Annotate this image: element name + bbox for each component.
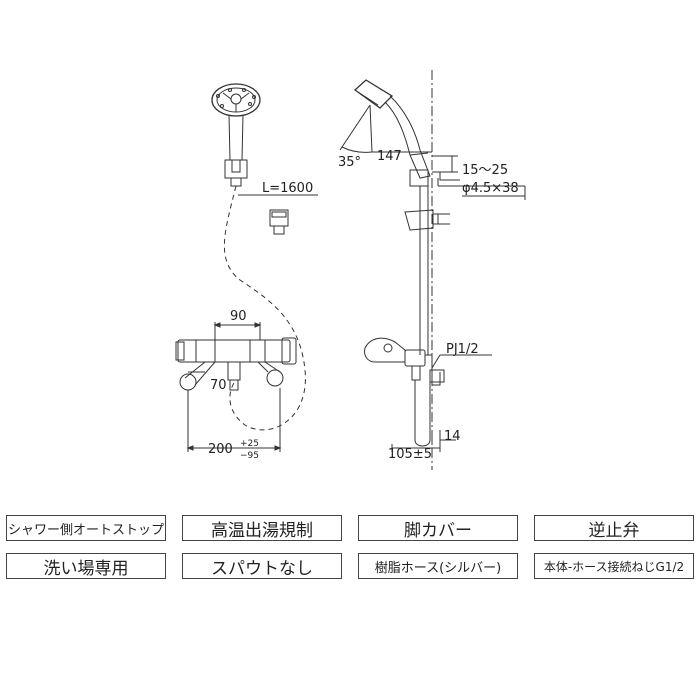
wall-bracket-front [269, 209, 289, 235]
shower-head-side [353, 79, 431, 187]
dim-147-label: 147 [377, 149, 402, 164]
hose-front [223, 185, 306, 431]
tol-minus-label: −95 [240, 451, 259, 461]
feature-hose-thread: 本体-ホース接続ねじG1/2 [534, 553, 694, 579]
wall-bracket-side [404, 209, 450, 231]
angle-35-label: 35° [338, 155, 361, 170]
hose-length-label: L=1600 [262, 181, 313, 196]
feature-no-spout: スパウトなし [182, 553, 342, 579]
shower-head-front [211, 83, 261, 187]
dim-200-label: 200 [208, 442, 233, 457]
dim-90-label: 90 [230, 309, 247, 324]
dim-15-25-label: 15～25 [462, 163, 508, 178]
thread-label: PJ1/2 [446, 342, 479, 357]
mixer-body-front [175, 337, 297, 391]
dim-70-label: 70 [210, 378, 227, 393]
dim-105-label: 105±5 [388, 447, 432, 462]
feature-high-temp-limit: 高温出湯規制 [182, 515, 342, 541]
feature-leg-cover: 脚カバー [358, 515, 518, 541]
pipe-dim-label: φ4.5×38 [462, 181, 519, 196]
feature-resin-hose: 樹脂ホース(シルバー) [358, 553, 518, 579]
dim-14-label: 14 [444, 429, 461, 444]
feature-list: シャワー側オートストップ 高温出湯規制 脚カバー 逆止弁 洗い場専用 スパウトな… [6, 515, 694, 579]
tol-plus-label: +25 [240, 439, 259, 449]
feature-check-valve: 逆止弁 [534, 515, 694, 541]
hose-side [419, 186, 429, 355]
mixer-body-side [364, 337, 445, 447]
product-diagram: L=1600 90 70 200 +25 −95 35° 147 15～25 φ… [175, 70, 526, 470]
feature-washing-area-only: 洗い場専用 [6, 553, 166, 579]
feature-auto-stop: シャワー側オートストップ [6, 515, 166, 541]
